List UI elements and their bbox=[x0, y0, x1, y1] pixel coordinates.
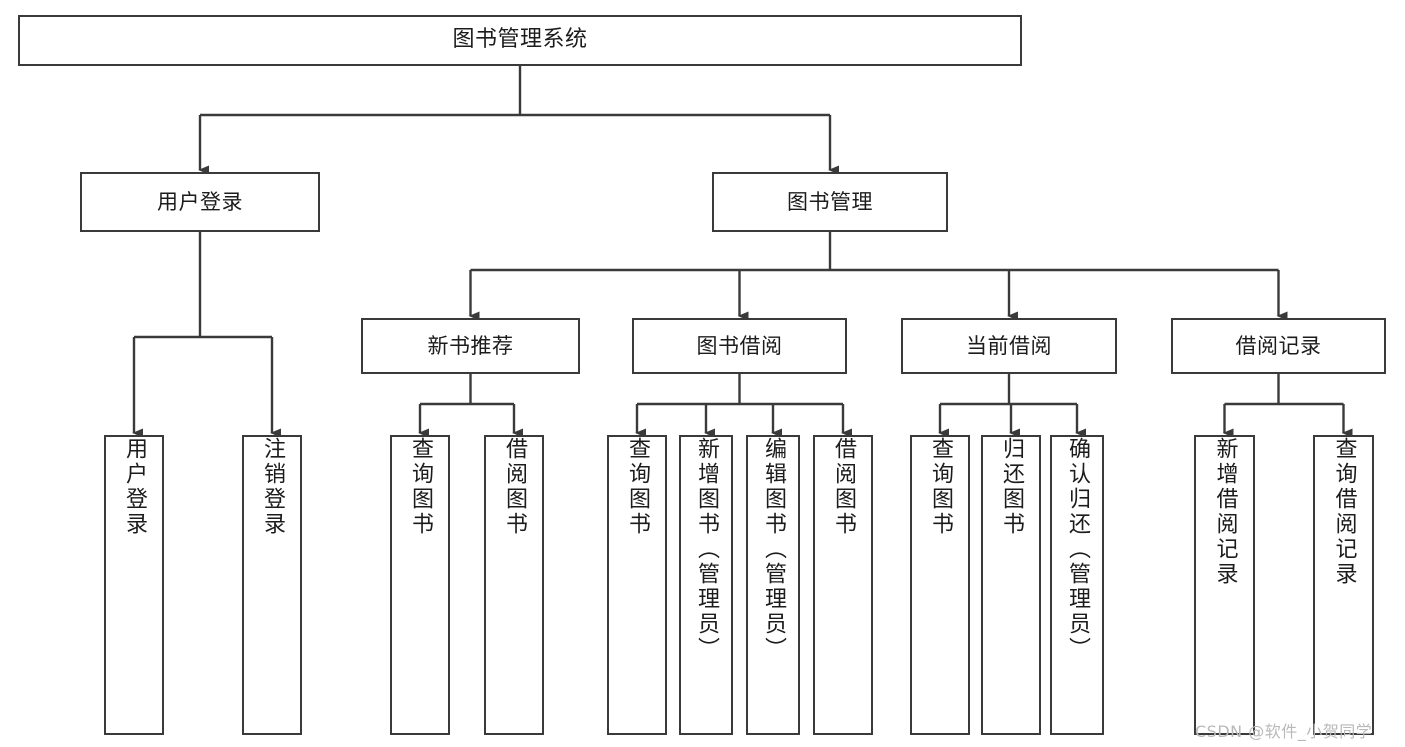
node-label: 查询图书 bbox=[408, 437, 433, 537]
node-l2_1[interactable]: 图书借阅 bbox=[632, 318, 847, 374]
node-label: 借阅图书 bbox=[502, 437, 527, 537]
node-leaf_8[interactable]: 查询图书 bbox=[910, 435, 970, 735]
node-label: 查询图书 bbox=[625, 437, 650, 537]
node-l2_3[interactable]: 借阅记录 bbox=[1171, 318, 1386, 374]
node-leaf_10[interactable]: 确认归还（管理员） bbox=[1050, 435, 1104, 735]
node-label: 新书推荐 bbox=[427, 333, 514, 358]
node-leaf_4[interactable]: 查询图书 bbox=[607, 435, 667, 735]
node-label: 借阅图书 bbox=[831, 437, 856, 537]
node-leaf_1[interactable]: 注销登录 bbox=[242, 435, 302, 735]
node-l2_0[interactable]: 新书推荐 bbox=[361, 318, 580, 374]
node-leaf_11[interactable]: 新增借阅记录 bbox=[1194, 435, 1255, 735]
node-l1_0[interactable]: 用户登录 bbox=[80, 172, 320, 232]
node-label: 用户登录 bbox=[157, 189, 243, 214]
node-leaf_5[interactable]: 新增图书（管理员） bbox=[679, 435, 733, 735]
node-label: 新增借阅记录 bbox=[1212, 437, 1238, 587]
node-label: 图书管理系统 bbox=[452, 27, 588, 53]
node-root[interactable]: 图书管理系统 bbox=[18, 15, 1022, 66]
node-label: 注销登录 bbox=[260, 437, 285, 537]
node-label: 归还图书 bbox=[999, 437, 1024, 537]
node-label: 新增图书（管理员） bbox=[694, 437, 719, 662]
node-leaf_7[interactable]: 借阅图书 bbox=[813, 435, 873, 735]
node-leaf_2[interactable]: 查询图书 bbox=[390, 435, 450, 735]
node-leaf_0[interactable]: 用户登录 bbox=[104, 435, 164, 735]
node-l1_1[interactable]: 图书管理 bbox=[712, 172, 948, 232]
node-label: 查询图书 bbox=[928, 437, 953, 537]
node-label: 图书管理 bbox=[787, 189, 873, 214]
node-label: 用户登录 bbox=[122, 437, 147, 537]
node-label: 当前借阅 bbox=[966, 333, 1052, 358]
node-leaf_3[interactable]: 借阅图书 bbox=[484, 435, 544, 735]
node-leaf_12[interactable]: 查询借阅记录 bbox=[1313, 435, 1374, 735]
node-label: 图书借阅 bbox=[696, 333, 783, 358]
node-label: 查询借阅记录 bbox=[1331, 437, 1357, 587]
csdn-watermark: CSDN @软件_小贺同学 bbox=[1195, 722, 1373, 741]
node-label: 编辑图书（管理员） bbox=[761, 437, 786, 662]
node-l2_2[interactable]: 当前借阅 bbox=[901, 318, 1117, 374]
node-label: 借阅记录 bbox=[1235, 333, 1322, 358]
node-label: 确认归还（管理员） bbox=[1065, 437, 1090, 662]
node-leaf_6[interactable]: 编辑图书（管理员） bbox=[746, 435, 800, 735]
node-leaf_9[interactable]: 归还图书 bbox=[981, 435, 1041, 735]
